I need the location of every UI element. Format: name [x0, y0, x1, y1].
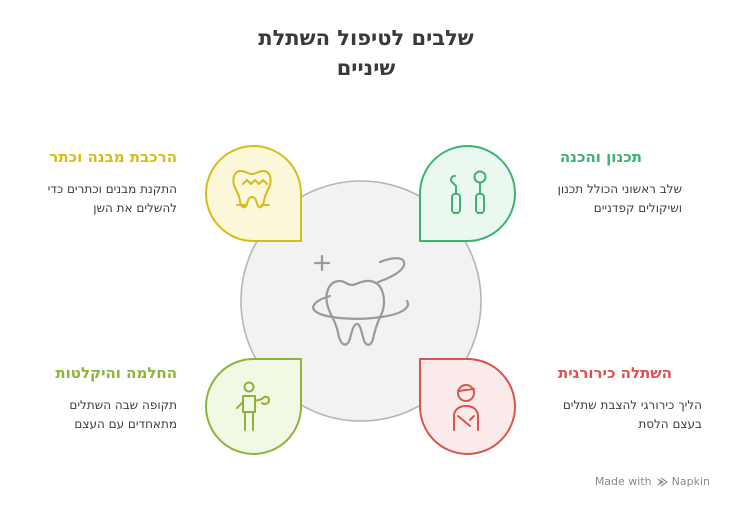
step-surgery-title: השתלה כירורגית [557, 364, 672, 382]
made-with-napkin-footer[interactable]: Made with Napkin [595, 475, 710, 488]
step-planning-desc-line2: ושיקולים קפדניים [593, 201, 682, 215]
clean-tooth-icon [312, 254, 410, 346]
diagram-title-line2: שיניים [336, 56, 396, 80]
petal-healing [205, 358, 302, 455]
step-crown-desc-line2: להשלים את השן [93, 201, 177, 215]
step-crown-title: הרכבת מבנה וכתר [49, 148, 177, 166]
step-planning-desc-line1: שלב ראשוני הכולל תכנון [557, 182, 682, 196]
step-healing-desc-line2: מתאחדים עם העצם [74, 417, 177, 431]
napkin-logo-icon [656, 477, 668, 486]
step-crown-desc-line1: התקנת מבנים וכתרים כדי [47, 182, 177, 196]
dental-tools-icon [450, 170, 487, 214]
made-with-label: Made with [594, 475, 652, 488]
step-surgery-desc-line2: בעצם הלסת [638, 417, 702, 431]
step-planning-title: תכנון והכנה [559, 148, 642, 166]
step-healing-title: החלמה והיקלטות [55, 364, 177, 382]
napkin-brand-label: Napkin [671, 475, 710, 488]
step-surgery-desc-line1: הליך כירורגי להצבת שתלים [562, 398, 702, 412]
tooth-crown-icon [232, 170, 272, 209]
petal-crown [205, 145, 302, 242]
healing-person-icon [236, 381, 271, 431]
petal-planning [419, 145, 516, 242]
diagram-title-line1: שלבים לטיפול השתלת [258, 26, 474, 50]
step-healing-desc-line1: תקופה שבה השתלים [69, 398, 177, 412]
surgeon-icon [453, 384, 479, 431]
